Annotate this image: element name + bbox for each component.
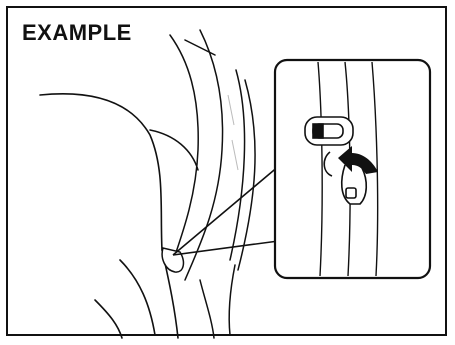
seat-belt-strap: [150, 30, 255, 338]
seat-back-shape: [40, 94, 178, 338]
scan-marks: [228, 95, 238, 170]
